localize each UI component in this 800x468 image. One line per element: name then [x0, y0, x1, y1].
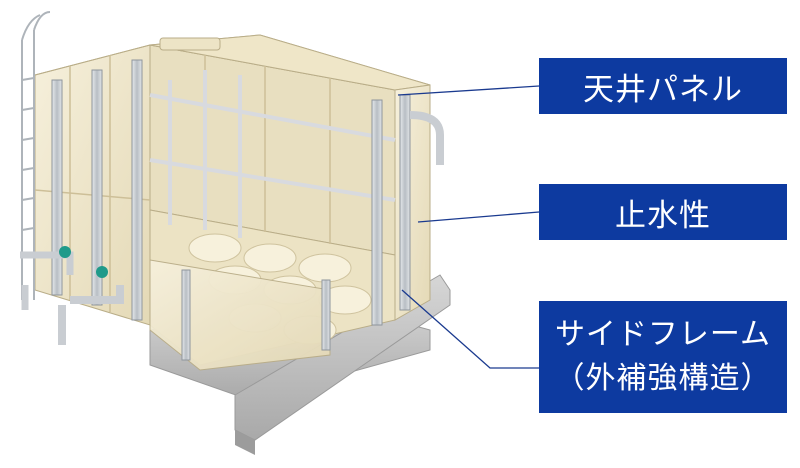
label-roof-panel-text: 天井パネル: [583, 64, 743, 109]
label-roof-panel: 天井パネル: [539, 58, 787, 114]
valve-icon: [96, 266, 108, 278]
label-side-frame-line1: サイドフレーム: [555, 313, 771, 357]
leader-line-watertight: [418, 212, 539, 222]
manhole-cover: [160, 38, 220, 50]
label-watertight: 止水性: [539, 184, 787, 240]
valve-icon: [59, 246, 71, 258]
label-side-frame: サイドフレーム （外補強構造）: [539, 301, 787, 413]
label-watertight-text: 止水性: [615, 190, 711, 235]
label-side-frame-line2: （外補強構造）: [555, 357, 772, 401]
